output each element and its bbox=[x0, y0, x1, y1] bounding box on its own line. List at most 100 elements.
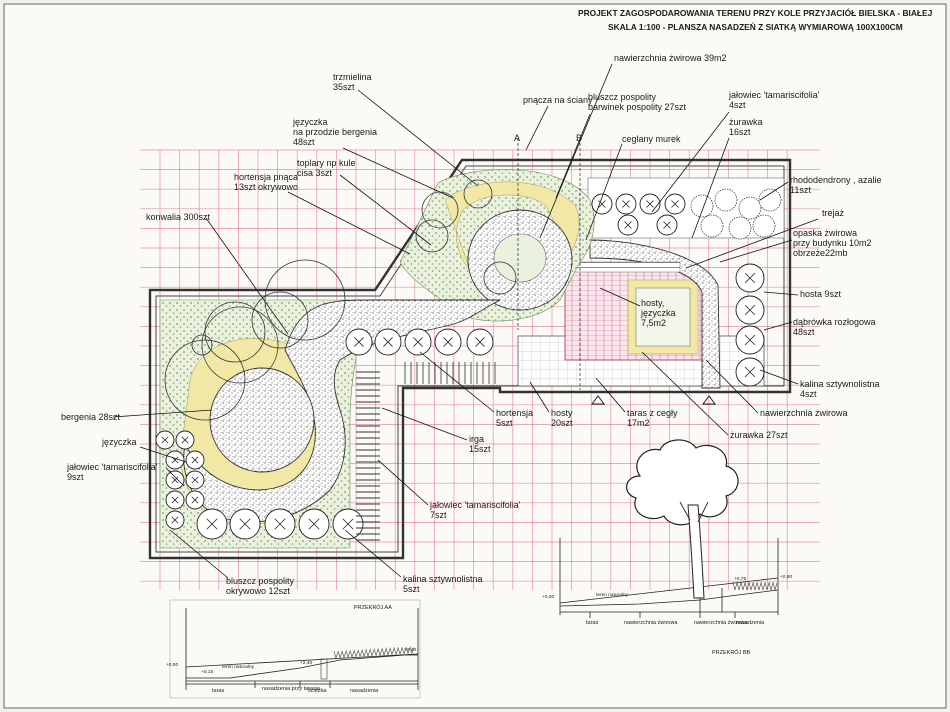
title-line-2: SKALA 1:100 - PLANSZA NASADZEŃ Z SIATKĄ … bbox=[608, 21, 903, 32]
shrub bbox=[175, 430, 195, 450]
shrub bbox=[298, 508, 330, 540]
shrub bbox=[591, 193, 613, 215]
leader-line bbox=[759, 181, 789, 201]
shrub bbox=[735, 325, 765, 355]
shrub bbox=[185, 490, 205, 510]
shrub bbox=[735, 295, 765, 325]
label-jalowiec-left: jałowiec 'tamariscifolia'9szt bbox=[66, 462, 158, 482]
leader-line bbox=[599, 287, 641, 307]
tree-canopies bbox=[164, 179, 517, 421]
section-aa-level-right: +2,40 bbox=[404, 647, 416, 653]
leader-line bbox=[169, 529, 229, 579]
section-bb-label-3: nawierzchnia żwirowa bbox=[694, 620, 748, 626]
leader-line bbox=[719, 239, 793, 263]
leader-line bbox=[139, 446, 187, 463]
label-konwalia: konwalia 300szt bbox=[146, 212, 211, 222]
tree-canopy bbox=[415, 219, 449, 253]
leader-line bbox=[339, 174, 432, 246]
label-hosta: hosta 9szt bbox=[800, 289, 842, 299]
shrub bbox=[664, 193, 686, 215]
leader-line bbox=[641, 351, 729, 436]
section-aa bbox=[169, 599, 421, 699]
irga-hedge bbox=[356, 362, 496, 541]
rhododendron-plants bbox=[690, 188, 782, 240]
section-bb-tree bbox=[626, 439, 739, 599]
gravel-circle-left bbox=[209, 367, 315, 473]
sheet-frame bbox=[3, 3, 947, 709]
conifer-center bbox=[493, 233, 547, 283]
shrub bbox=[615, 193, 637, 215]
section-aa-title: PRZEKRÓJ AA bbox=[354, 604, 392, 611]
section-aa-label-2: nasadzenia przy tarasie bbox=[262, 686, 320, 692]
section-arrow-a-icon bbox=[591, 395, 605, 405]
section-bb-label-2: nawierzchnia żwirowa bbox=[624, 620, 678, 626]
label-nawierzchnia-right: nawierzchnia żwirowa bbox=[760, 408, 848, 418]
shrub bbox=[155, 430, 175, 450]
shrub bbox=[185, 470, 205, 490]
leader-line bbox=[595, 377, 626, 413]
shrub-symbols bbox=[155, 193, 765, 540]
leader-line bbox=[205, 217, 289, 335]
section-bb-label-1: taras bbox=[586, 620, 598, 626]
tree-canopy bbox=[264, 259, 346, 341]
shrub bbox=[196, 508, 228, 540]
label-zurawka-bottom: żurawka 27szt bbox=[730, 430, 788, 440]
leader-line bbox=[529, 381, 550, 413]
leader-line bbox=[763, 321, 793, 331]
section-bb-planting bbox=[732, 581, 778, 591]
shrub bbox=[229, 508, 261, 540]
section-aa-level-left: +0,00 bbox=[166, 662, 178, 668]
label-bergenia: bergenia 28szt bbox=[61, 412, 121, 422]
section-bb-level-right: +0,90 bbox=[780, 574, 792, 580]
section-aa-terrain-note: teren naturalny bbox=[222, 664, 255, 670]
title-line-1: PROJEKT ZAGOSPODAROWANIA TERENU PRZY KOL… bbox=[578, 7, 933, 18]
leader-line bbox=[165, 467, 185, 487]
label-nawierzchnia-top: nawierzchnia żwirowa 39m2 bbox=[614, 53, 727, 63]
shrub bbox=[345, 328, 373, 356]
section-aa-label-1: taras bbox=[212, 688, 224, 694]
section-aa-label-4: nasadzenia bbox=[350, 688, 379, 694]
shrub bbox=[264, 508, 296, 540]
leader-line bbox=[759, 369, 799, 385]
leader-line bbox=[419, 351, 495, 413]
leader-line bbox=[344, 529, 402, 578]
section-bb-label-4: nasadzenia bbox=[736, 620, 765, 626]
leader-line bbox=[585, 143, 623, 241]
section-marker-b: B bbox=[576, 133, 582, 143]
shrub bbox=[404, 328, 432, 356]
leader-line bbox=[525, 105, 549, 151]
hosta-bed-inner bbox=[635, 287, 691, 347]
section-bb-terrain-note: teren naturalny bbox=[596, 592, 629, 598]
leader-line bbox=[691, 137, 730, 239]
tree-canopy bbox=[164, 339, 246, 421]
tree-canopy bbox=[251, 291, 309, 349]
shrub bbox=[165, 450, 185, 470]
section-bb-level-left: +0,00 bbox=[542, 594, 554, 600]
leader-line bbox=[357, 89, 479, 187]
label-trejaz: trejaż bbox=[822, 208, 845, 218]
shrub bbox=[165, 490, 185, 510]
leader-line bbox=[342, 147, 454, 199]
shrub bbox=[617, 214, 639, 236]
label-pnacza: pnącza na ściany bbox=[523, 95, 593, 105]
label-ceglany: ceglany murek bbox=[622, 134, 681, 144]
label-jezyczka-left: języczka bbox=[101, 437, 137, 447]
tree-canopy bbox=[204, 301, 266, 363]
leader-line bbox=[377, 459, 429, 506]
gravel-swirl-path bbox=[183, 299, 501, 523]
shrub bbox=[656, 214, 678, 236]
leader-line bbox=[705, 359, 759, 414]
tree-canopy bbox=[463, 179, 493, 209]
